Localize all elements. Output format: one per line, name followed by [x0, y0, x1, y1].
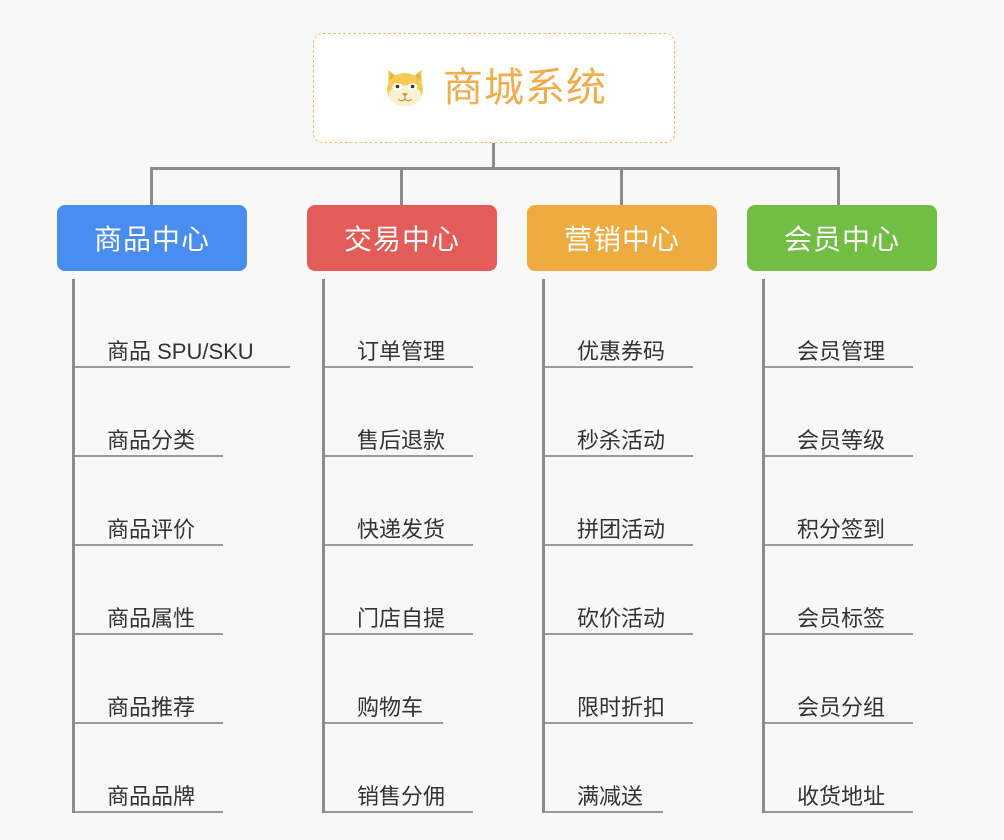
list-item[interactable]: 商品推荐: [75, 635, 247, 724]
leaf-label: 会员标签: [797, 605, 886, 631]
list-item[interactable]: 商品属性: [75, 546, 247, 635]
list-item[interactable]: 满减送: [545, 724, 717, 813]
leaf-label: 商品分类: [107, 427, 196, 453]
leaf-label: 快递发货: [357, 516, 446, 542]
root-node[interactable]: 商城系统: [313, 33, 675, 143]
list-item[interactable]: 会员标签: [765, 546, 937, 635]
list-item[interactable]: 限时折扣: [545, 635, 717, 724]
leaf-label: 购物车: [357, 694, 424, 720]
branch-column-3: 营销中心 优惠券码 秒杀活动 拼团活动 砍价活动 限时折扣 满减送: [527, 205, 717, 813]
branch-column-2: 交易中心 订单管理 售后退款 快递发货 门店自提 购物车 销售分佣: [307, 205, 497, 813]
category-box-2[interactable]: 交易中心: [307, 205, 497, 271]
root-title: 商城系统: [443, 66, 607, 110]
list-item[interactable]: 销售分佣: [325, 724, 497, 813]
list-item[interactable]: 收货地址: [765, 724, 937, 813]
leaf-label: 订单管理: [357, 338, 446, 364]
category-box-4[interactable]: 会员中心: [747, 205, 937, 271]
list-item[interactable]: 商品评价: [75, 457, 247, 546]
leaf-label: 门店自提: [357, 605, 446, 631]
list-item[interactable]: 积分签到: [765, 457, 937, 546]
connector-drop-4: [837, 167, 840, 207]
leaf-label: 商品品牌: [107, 783, 196, 809]
leaf-label: 售后退款: [357, 427, 446, 453]
list-item[interactable]: 商品分类: [75, 368, 247, 457]
shiba-dog-icon: [387, 70, 423, 108]
list-item[interactable]: 订单管理: [325, 279, 497, 368]
list-item[interactable]: 商品品牌: [75, 724, 247, 813]
connector-horizontal-bus: [150, 167, 840, 170]
category-box-1[interactable]: 商品中心: [57, 205, 247, 271]
leaf-label: 会员等级: [797, 427, 886, 453]
category-title-2: 交易中心: [343, 224, 460, 255]
leaf-label: 满减送: [577, 783, 644, 809]
leaf-label: 优惠券码: [577, 338, 666, 364]
leaf-label: 收货地址: [797, 783, 886, 809]
leaf-label: 秒杀活动: [577, 427, 666, 453]
list-item[interactable]: 砍价活动: [545, 546, 717, 635]
leaf-list-1: 商品 SPU/SKU 商品分类 商品评价 商品属性 商品推荐 商品品牌: [72, 279, 290, 813]
list-item[interactable]: 会员管理: [765, 279, 937, 368]
leaf-list-3: 优惠券码 秒杀活动 拼团活动 砍价活动 限时折扣 满减送: [542, 279, 717, 813]
branch-column-4: 会员中心 会员管理 会员等级 积分签到 会员标签 会员分组 收货地址: [747, 205, 937, 813]
list-item[interactable]: 售后退款: [325, 368, 497, 457]
category-box-3[interactable]: 营销中心: [527, 205, 717, 271]
leaf-label: 拼团活动: [577, 516, 666, 542]
leaf-list-4: 会员管理 会员等级 积分签到 会员标签 会员分组 收货地址: [762, 279, 937, 813]
category-title-4: 会员中心: [783, 224, 900, 255]
category-title-1: 商品中心: [93, 224, 210, 255]
leaf-label: 商品推荐: [107, 694, 196, 720]
leaf-label: 积分签到: [797, 516, 886, 542]
leaf-label: 砍价活动: [577, 605, 666, 631]
list-item[interactable]: 秒杀活动: [545, 368, 717, 457]
list-item[interactable]: 拼团活动: [545, 457, 717, 546]
leaf-label: 限时折扣: [577, 694, 666, 720]
list-item[interactable]: 快递发货: [325, 457, 497, 546]
connector-drop-1: [150, 167, 153, 207]
list-item[interactable]: 优惠券码: [545, 279, 717, 368]
leaf-label: 会员管理: [797, 338, 886, 364]
leaf-list-2: 订单管理 售后退款 快递发货 门店自提 购物车 销售分佣: [322, 279, 497, 813]
leaf-label: 商品 SPU/SKU: [107, 338, 254, 364]
branch-column-1: 商品中心 商品 SPU/SKU 商品分类 商品评价 商品属性 商品推荐 商品品牌: [57, 205, 290, 813]
connector-root-stem: [492, 143, 495, 170]
leaf-label: 销售分佣: [357, 783, 446, 809]
leaf-label: 商品属性: [107, 605, 196, 631]
list-item[interactable]: 门店自提: [325, 546, 497, 635]
connector-drop-2: [400, 167, 403, 207]
list-item[interactable]: 购物车: [325, 635, 497, 724]
list-item[interactable]: 商品 SPU/SKU: [75, 279, 290, 368]
leaf-label: 商品评价: [107, 516, 196, 542]
category-title-3: 营销中心: [563, 224, 680, 255]
list-item[interactable]: 会员等级: [765, 368, 937, 457]
list-item[interactable]: 会员分组: [765, 635, 937, 724]
leaf-label: 会员分组: [797, 694, 886, 720]
connector-drop-3: [620, 167, 623, 207]
